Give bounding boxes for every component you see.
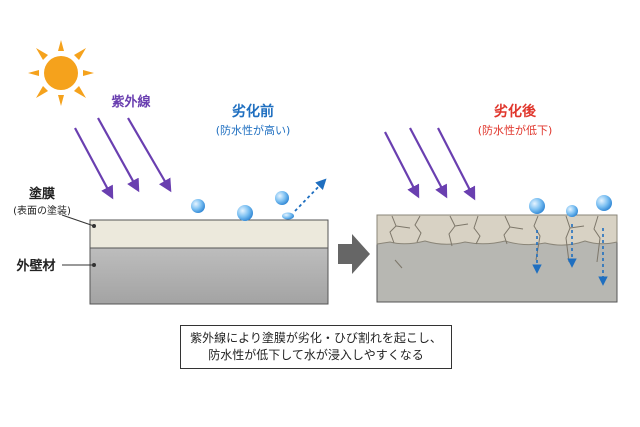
coating-film-layer xyxy=(89,219,329,249)
label-leaders xyxy=(61,214,96,267)
uv-arrow xyxy=(74,127,114,200)
before-title: 劣化前 xyxy=(232,103,274,120)
uv-arrow xyxy=(409,127,448,199)
uv-arrow xyxy=(97,117,140,193)
water-drop-icon xyxy=(529,198,545,214)
exterior-wall-label: 外壁材 xyxy=(15,258,55,274)
water-drops-after xyxy=(529,195,612,286)
exterior-wall-layer xyxy=(89,247,329,305)
water-drop-icon xyxy=(596,195,612,211)
wall-before xyxy=(89,219,329,305)
before-subtitle: (防水性が高い) xyxy=(216,123,291,137)
sun-icon xyxy=(28,40,94,106)
water-drops-before xyxy=(191,178,327,221)
after-title: 劣化後 xyxy=(494,103,537,120)
surface-coating-label: (表面の塗装) xyxy=(13,204,71,217)
water-repel-arrow xyxy=(294,178,327,212)
after-subtitle: (防水性が低下) xyxy=(478,123,553,137)
water-drop-icon xyxy=(275,191,289,205)
water-drop-icon xyxy=(237,205,253,221)
right-arrow-icon xyxy=(338,234,370,274)
caption-box: 紫外線により塗膜が劣化・ひび割れを起こし、 防水性が低下して水が浸入しやすくなる xyxy=(180,325,452,369)
water-drop-icon xyxy=(282,212,294,220)
cracked-coating-layer xyxy=(376,214,618,246)
caption-line-2: 防水性が低下して水が浸入しやすくなる xyxy=(208,348,424,362)
uv-arrow xyxy=(127,117,172,193)
wall-after xyxy=(376,214,618,303)
uv-label: 紫外線 xyxy=(111,94,151,110)
water-drop-icon xyxy=(566,205,578,217)
coating-film-label: 塗膜 xyxy=(29,186,55,202)
uv-arrow xyxy=(384,131,420,199)
caption-line-1: 紫外線により塗膜が劣化・ひび割れを起こし、 xyxy=(190,331,442,345)
water-drop-icon xyxy=(191,199,205,213)
uv-arrow xyxy=(437,127,476,201)
uv-rays-left xyxy=(74,117,172,200)
uv-rays-right xyxy=(384,127,476,201)
